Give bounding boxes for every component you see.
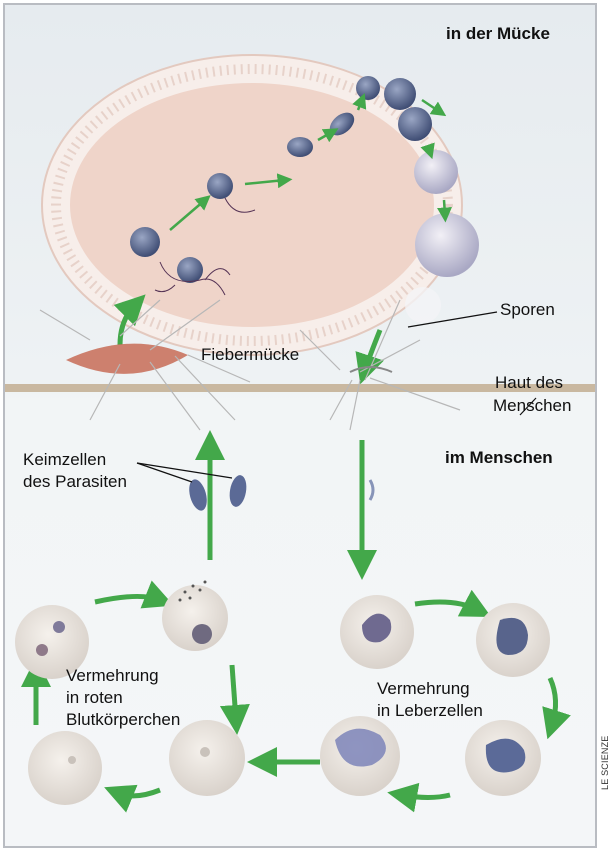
label-germ-line2: des Parasiten	[23, 472, 127, 492]
title-in-mosquito: in der Mücke	[446, 24, 550, 44]
label-liver-line1: Vermehrung	[377, 679, 470, 699]
title-in-human: im Menschen	[445, 448, 553, 468]
label-red-line1: Vermehrung	[66, 666, 159, 686]
label-mosquito: Fiebermücke	[201, 345, 299, 365]
label-red-line3: Blutkörperchen	[66, 710, 180, 730]
germ-cells	[186, 474, 373, 513]
label-spores: Sporen	[500, 300, 555, 320]
label-liver-line2: in Leberzellen	[377, 701, 483, 721]
red-blood-cells	[15, 581, 245, 806]
label-red-line2: in roten	[66, 688, 123, 708]
label-germ-line1: Keimzellen	[23, 450, 106, 470]
image-credit: LE SCIENZE	[600, 735, 610, 790]
label-skin-line1: Haut des	[495, 373, 563, 393]
label-skin-line2: Menschen	[493, 396, 571, 416]
